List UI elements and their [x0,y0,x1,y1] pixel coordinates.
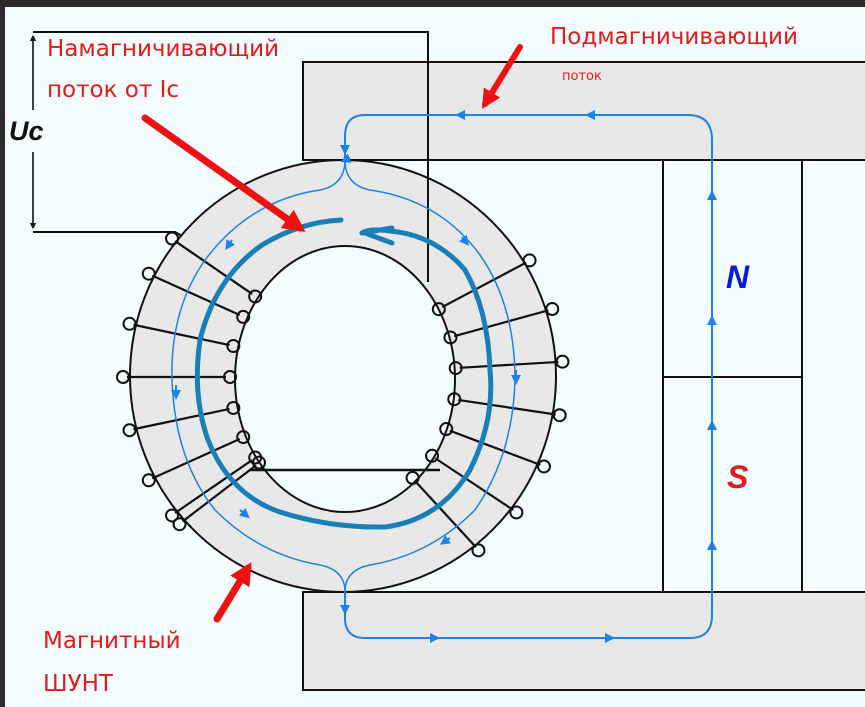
winding-turn [414,480,477,548]
winding-turn [133,407,230,431]
winding-loop-outer [509,505,524,520]
flux-direction-arrows [171,110,717,643]
winding-loop-outer [555,354,570,369]
winding-loop-outer [552,408,567,423]
magnet-south-segment [662,376,803,593]
winding-loop-inner [248,450,263,465]
winding-loop-outer [165,508,180,523]
label-bias-flux-line1: Подмагничивающий [550,24,798,50]
winding-loop-outer [545,302,560,317]
winding-loop-inner [443,330,458,345]
winding-loop-inner [448,361,463,376]
winding-loop-outer [122,423,137,438]
label-bias-flux-line2: поток [562,69,602,84]
winding-turn [181,464,257,523]
bias-flux-core-right [344,159,516,593]
winding-turn [449,429,541,466]
magnetizing-flux-arrowhead [359,225,395,246]
winding-turn [151,274,241,317]
winding-loop-inner [447,392,462,407]
winding-loop-outer [536,459,551,474]
winding-turn [174,459,253,514]
winding-loop-outer [116,370,130,384]
top-terminal-wire [33,31,429,282]
flux-arrowhead [238,507,250,519]
winding-loop-outer [141,473,156,488]
label-shunt-line2: ШУНТ [43,671,113,697]
winding-turn [151,437,241,480]
winding-loop-outer [522,253,537,268]
winding-loop-inner [226,400,241,415]
winding-turn [174,240,253,295]
flux-arrowhead [225,239,235,251]
winding-loop-inner [236,309,251,324]
annotation-arrow-shunt [213,562,252,623]
winding-loop-inner [223,370,237,384]
diagram-canvas: Намагничивающий поток от Ic Подмагничива… [5,7,865,707]
magnet-north-segment [662,159,803,378]
flux-arrowhead [439,535,451,545]
label-magnetizing-flux-line1: Намагничивающий [47,36,280,62]
winding-turn [459,360,559,369]
magnetizing-flux-path [194,217,494,530]
flux-arrowhead [458,234,470,246]
label-magnetizing-flux-line2: поток от Ic [47,77,179,103]
label-north-pole: N [726,259,750,295]
winding-loop-inner [405,470,420,485]
label-south-pole: S [727,459,749,495]
annotation-arrow-bias [481,44,523,109]
winding [116,231,570,558]
winding-turn [434,457,514,511]
winding-loop-inner [425,448,440,463]
winding-loop-inner [439,422,454,437]
winding-loop-inner [226,339,241,354]
flux-arrowhead [340,153,352,163]
winding-loop-outer [141,266,156,281]
winding-turn [133,323,230,347]
winding-loop-outer [122,316,137,331]
bias-flux-core-left [171,159,346,593]
diagram-svg [29,31,865,691]
bottom-terminal-wire [33,231,183,237]
winding-loop-inner [248,289,263,304]
winding-loop-outer [172,517,187,532]
label-shunt-line1: Магнитный [43,628,181,654]
label-voltage: Uc [9,116,44,146]
winding-turn [441,261,527,309]
winding-loop-outer [471,543,486,558]
winding-loop-inner [236,430,251,445]
winding-loop-outer [165,231,180,246]
annotation-arrow-magnetizing [141,114,306,232]
bias-flux-path [344,114,713,639]
winding-turn [453,309,549,338]
winding-loop-inner [431,302,446,317]
winding-turn [458,398,556,416]
top-pole-piece [302,61,865,161]
bottom-pole-piece [302,591,865,691]
